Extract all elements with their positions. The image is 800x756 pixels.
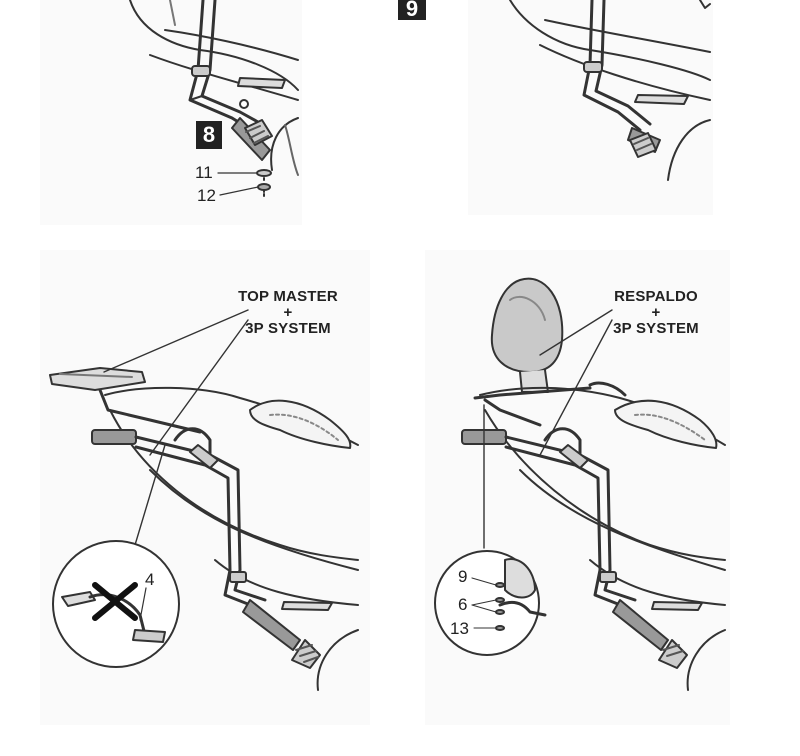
step-badge-9: 9 (398, 0, 426, 20)
top-right-rear-rail (582, 0, 652, 132)
bottom-left-leader-lines (103, 309, 249, 546)
bottom-right-backrest (490, 277, 564, 393)
bottom-right-motorcycle-body (479, 386, 726, 691)
part-number-11: 11 (195, 163, 213, 182)
step-badge-8: 8 (196, 121, 222, 149)
callout-line-2: + (283, 304, 293, 321)
part-number-13: 13 (450, 619, 469, 638)
callout-line-3: 3P SYSTEM (245, 320, 331, 337)
callout-top-master-3p-system: TOP MASTER + 3P SYSTEM (236, 289, 340, 337)
part-number-12: 12 (197, 186, 216, 205)
callout-line-2: + (651, 304, 661, 321)
callout-line-3: 3P SYSTEM (613, 320, 699, 337)
part-number-4: 4 (145, 570, 155, 589)
bottom-left-footpeg (291, 639, 321, 669)
bottom-left-motorcycle-body (104, 386, 359, 691)
bottom-right-leader-lines (483, 309, 613, 549)
top-left-hardware (217, 169, 272, 198)
bottom-right-detail-inset (434, 550, 547, 656)
part-number-6: 6 (458, 595, 468, 614)
bottom-left-top-rack (49, 367, 202, 434)
callout-respaldo-3p-system: RESPALDO + 3P SYSTEM (608, 289, 704, 337)
bottom-left-side-frame (91, 427, 301, 651)
top-left-footpeg (231, 117, 273, 161)
callout-line-1: RESPALDO (614, 288, 698, 305)
callout-line-1: TOP MASTER (238, 288, 338, 305)
top-left-rear-rail (188, 0, 260, 130)
top-right-footpeg (627, 127, 661, 158)
part-number-9: 9 (458, 567, 468, 586)
top-right-motorcycle-illustration (509, 0, 711, 181)
bottom-left-detail-inset (52, 540, 180, 668)
